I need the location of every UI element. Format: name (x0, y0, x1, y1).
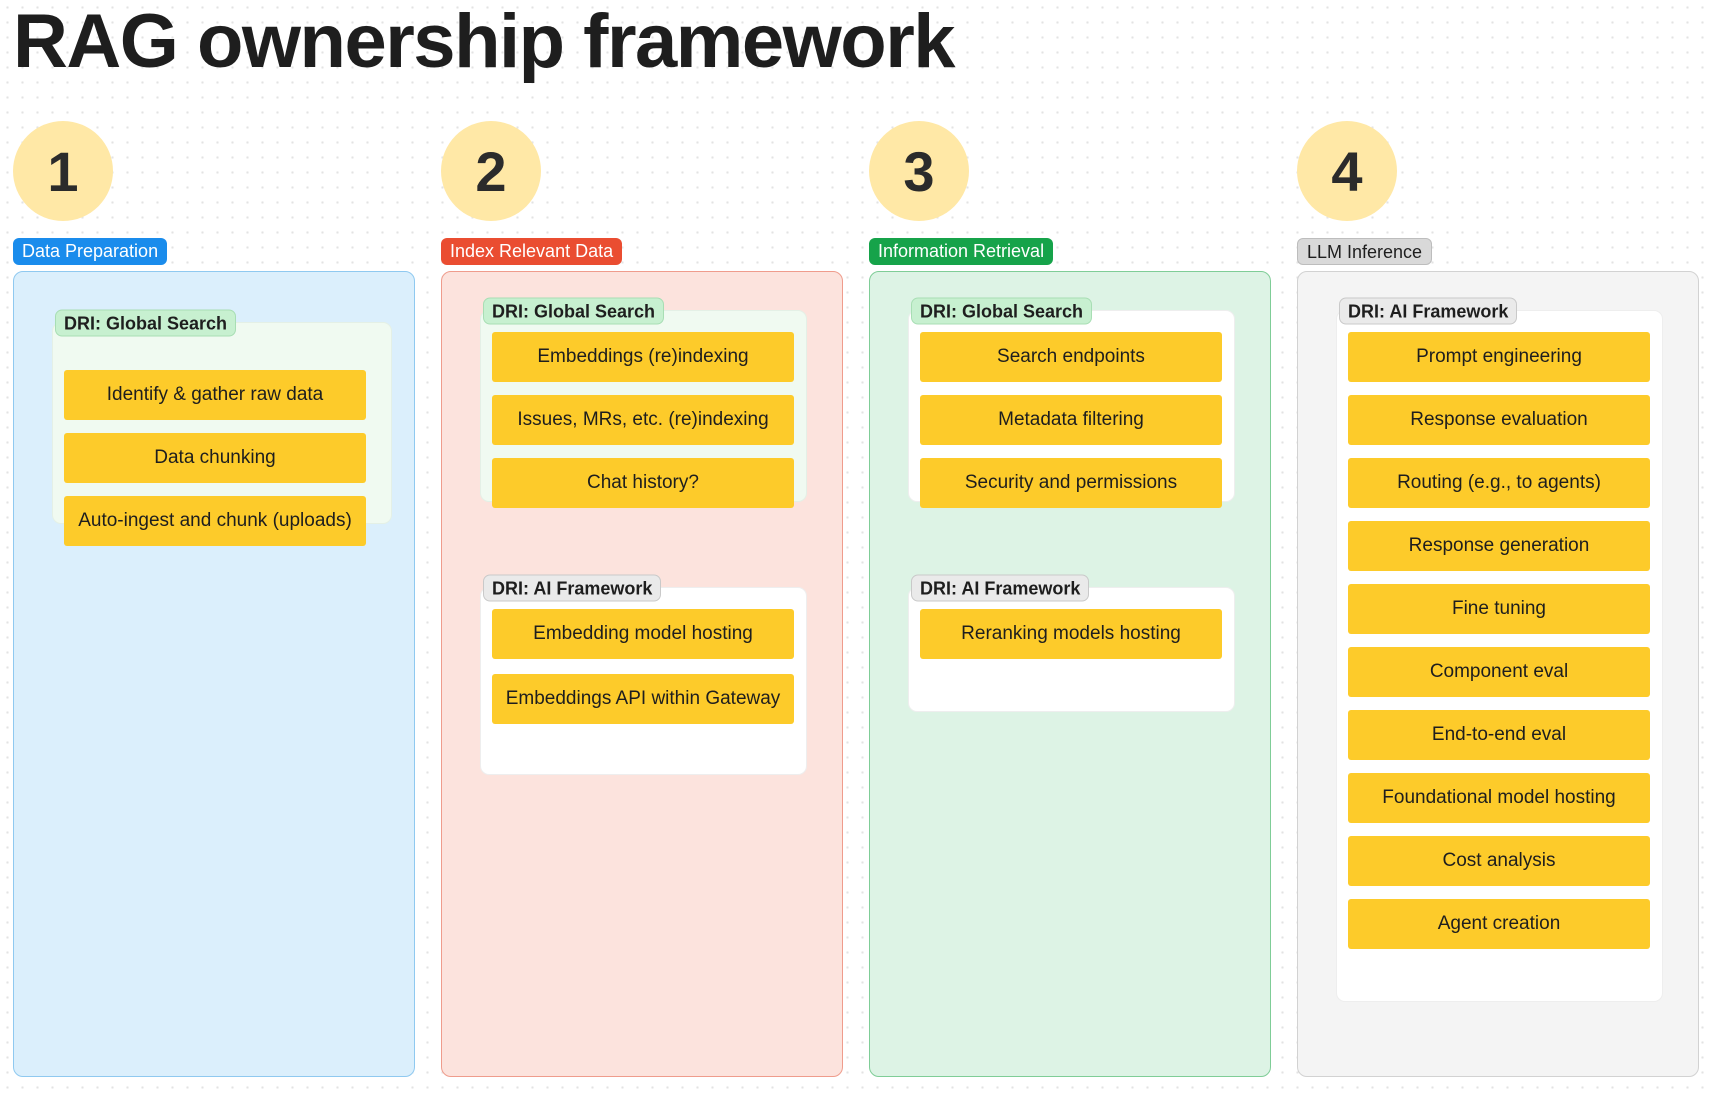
task-card: Metadata filtering (920, 395, 1222, 445)
task-card: Identify & gather raw data (64, 370, 366, 420)
stage-label-index-relevant-data: Index Relevant Data (441, 238, 623, 265)
dri-label: DRI: Global Search (911, 297, 1093, 325)
step-number-4: 4 (1297, 121, 1397, 221)
dri-group-global-search: DRI: Global Search Embeddings (re)indexi… (480, 297, 807, 508)
task-card: Cost analysis (1348, 836, 1650, 886)
step-number-3: 3 (869, 121, 969, 221)
step-number-2: 2 (441, 121, 541, 221)
task-card: Fine tuning (1348, 584, 1650, 634)
task-card: Issues, MRs, etc. (re)indexing (492, 395, 794, 445)
dri-label: DRI: Global Search (55, 309, 237, 337)
task-card: Embeddings API within Gateway (492, 674, 794, 724)
stage-label-information-retrieval: Information Retrieval (869, 238, 1054, 265)
stage-label-data-preparation: Data Preparation (13, 238, 168, 265)
dri-group-ai-framework: DRI: AI Framework Prompt engineering Res… (1336, 297, 1663, 1002)
stage-panel-data-preparation: DRI: Global Search Identify & gather raw… (13, 271, 415, 1077)
dri-label: DRI: AI Framework (1339, 297, 1518, 325)
task-card: Prompt engineering (1348, 332, 1650, 382)
dri-group-ai-framework: DRI: AI Framework Embedding model hostin… (480, 574, 807, 775)
dri-group-global-search: DRI: Global Search Search endpoints Meta… (908, 297, 1235, 508)
task-card: Component eval (1348, 647, 1650, 697)
task-card: Auto-ingest and chunk (uploads) (64, 496, 366, 546)
task-card: Foundational model hosting (1348, 773, 1650, 823)
task-card: Agent creation (1348, 899, 1650, 949)
task-card: Reranking models hosting (920, 609, 1222, 659)
dri-label: DRI: Global Search (483, 297, 665, 325)
task-card: End-to-end eval (1348, 710, 1650, 760)
dri-label: DRI: AI Framework (483, 574, 662, 602)
stage-panel-information-retrieval: DRI: Global Search Search endpoints Meta… (869, 271, 1271, 1077)
stage-panel-llm-inference: DRI: AI Framework Prompt engineering Res… (1297, 271, 1699, 1077)
dri-group-global-search: DRI: Global Search Identify & gather raw… (52, 309, 392, 546)
step-number-1: 1 (13, 121, 113, 221)
stage-panel-index-relevant-data: DRI: Global Search Embeddings (re)indexi… (441, 271, 843, 1077)
dri-group-ai-framework: DRI: AI Framework Reranking models hosti… (908, 574, 1235, 712)
task-card: Response evaluation (1348, 395, 1650, 445)
task-card: Chat history? (492, 458, 794, 508)
task-card: Search endpoints (920, 332, 1222, 382)
task-card: Response generation (1348, 521, 1650, 571)
dri-label: DRI: AI Framework (911, 574, 1090, 602)
task-card: Data chunking (64, 433, 366, 483)
task-card: Routing (e.g., to agents) (1348, 458, 1650, 508)
page-title: RAG ownership framework (13, 0, 956, 84)
task-card: Security and permissions (920, 458, 1222, 508)
stage-label-llm-inference: LLM Inference (1297, 238, 1433, 265)
task-card: Embedding model hosting (492, 609, 794, 659)
task-card: Embeddings (re)indexing (492, 332, 794, 382)
